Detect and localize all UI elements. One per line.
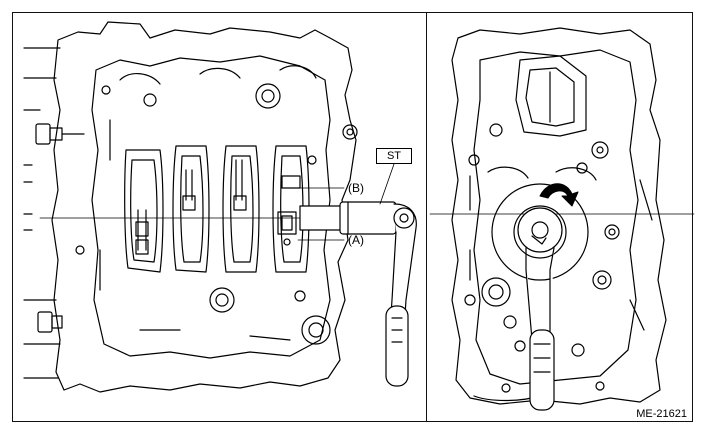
bearing-saddle-3 <box>222 145 260 273</box>
right-ratchet-wrench <box>517 207 563 411</box>
leader-st <box>379 163 395 205</box>
st-tool-ratchet <box>299 201 417 387</box>
callout-a: (A) <box>348 233 364 247</box>
curved-arrow-icon <box>539 183 579 207</box>
figure-reference-code: ME-21621 <box>636 408 687 420</box>
left-bolt-lower <box>37 311 63 333</box>
bearing-saddle-1 <box>124 149 164 273</box>
right-panel-engine <box>429 27 695 405</box>
panel-divider <box>426 12 427 422</box>
figure-frame <box>12 12 693 422</box>
left-panel-crankcase <box>23 21 358 393</box>
left-bolt-upper <box>35 123 85 145</box>
bearing-saddle-4 <box>272 145 310 273</box>
st-label: ST <box>376 148 412 164</box>
bearing-saddle-2 <box>172 145 210 273</box>
callout-b: (B) <box>348 181 364 195</box>
crank-bolt-a <box>277 211 297 246</box>
